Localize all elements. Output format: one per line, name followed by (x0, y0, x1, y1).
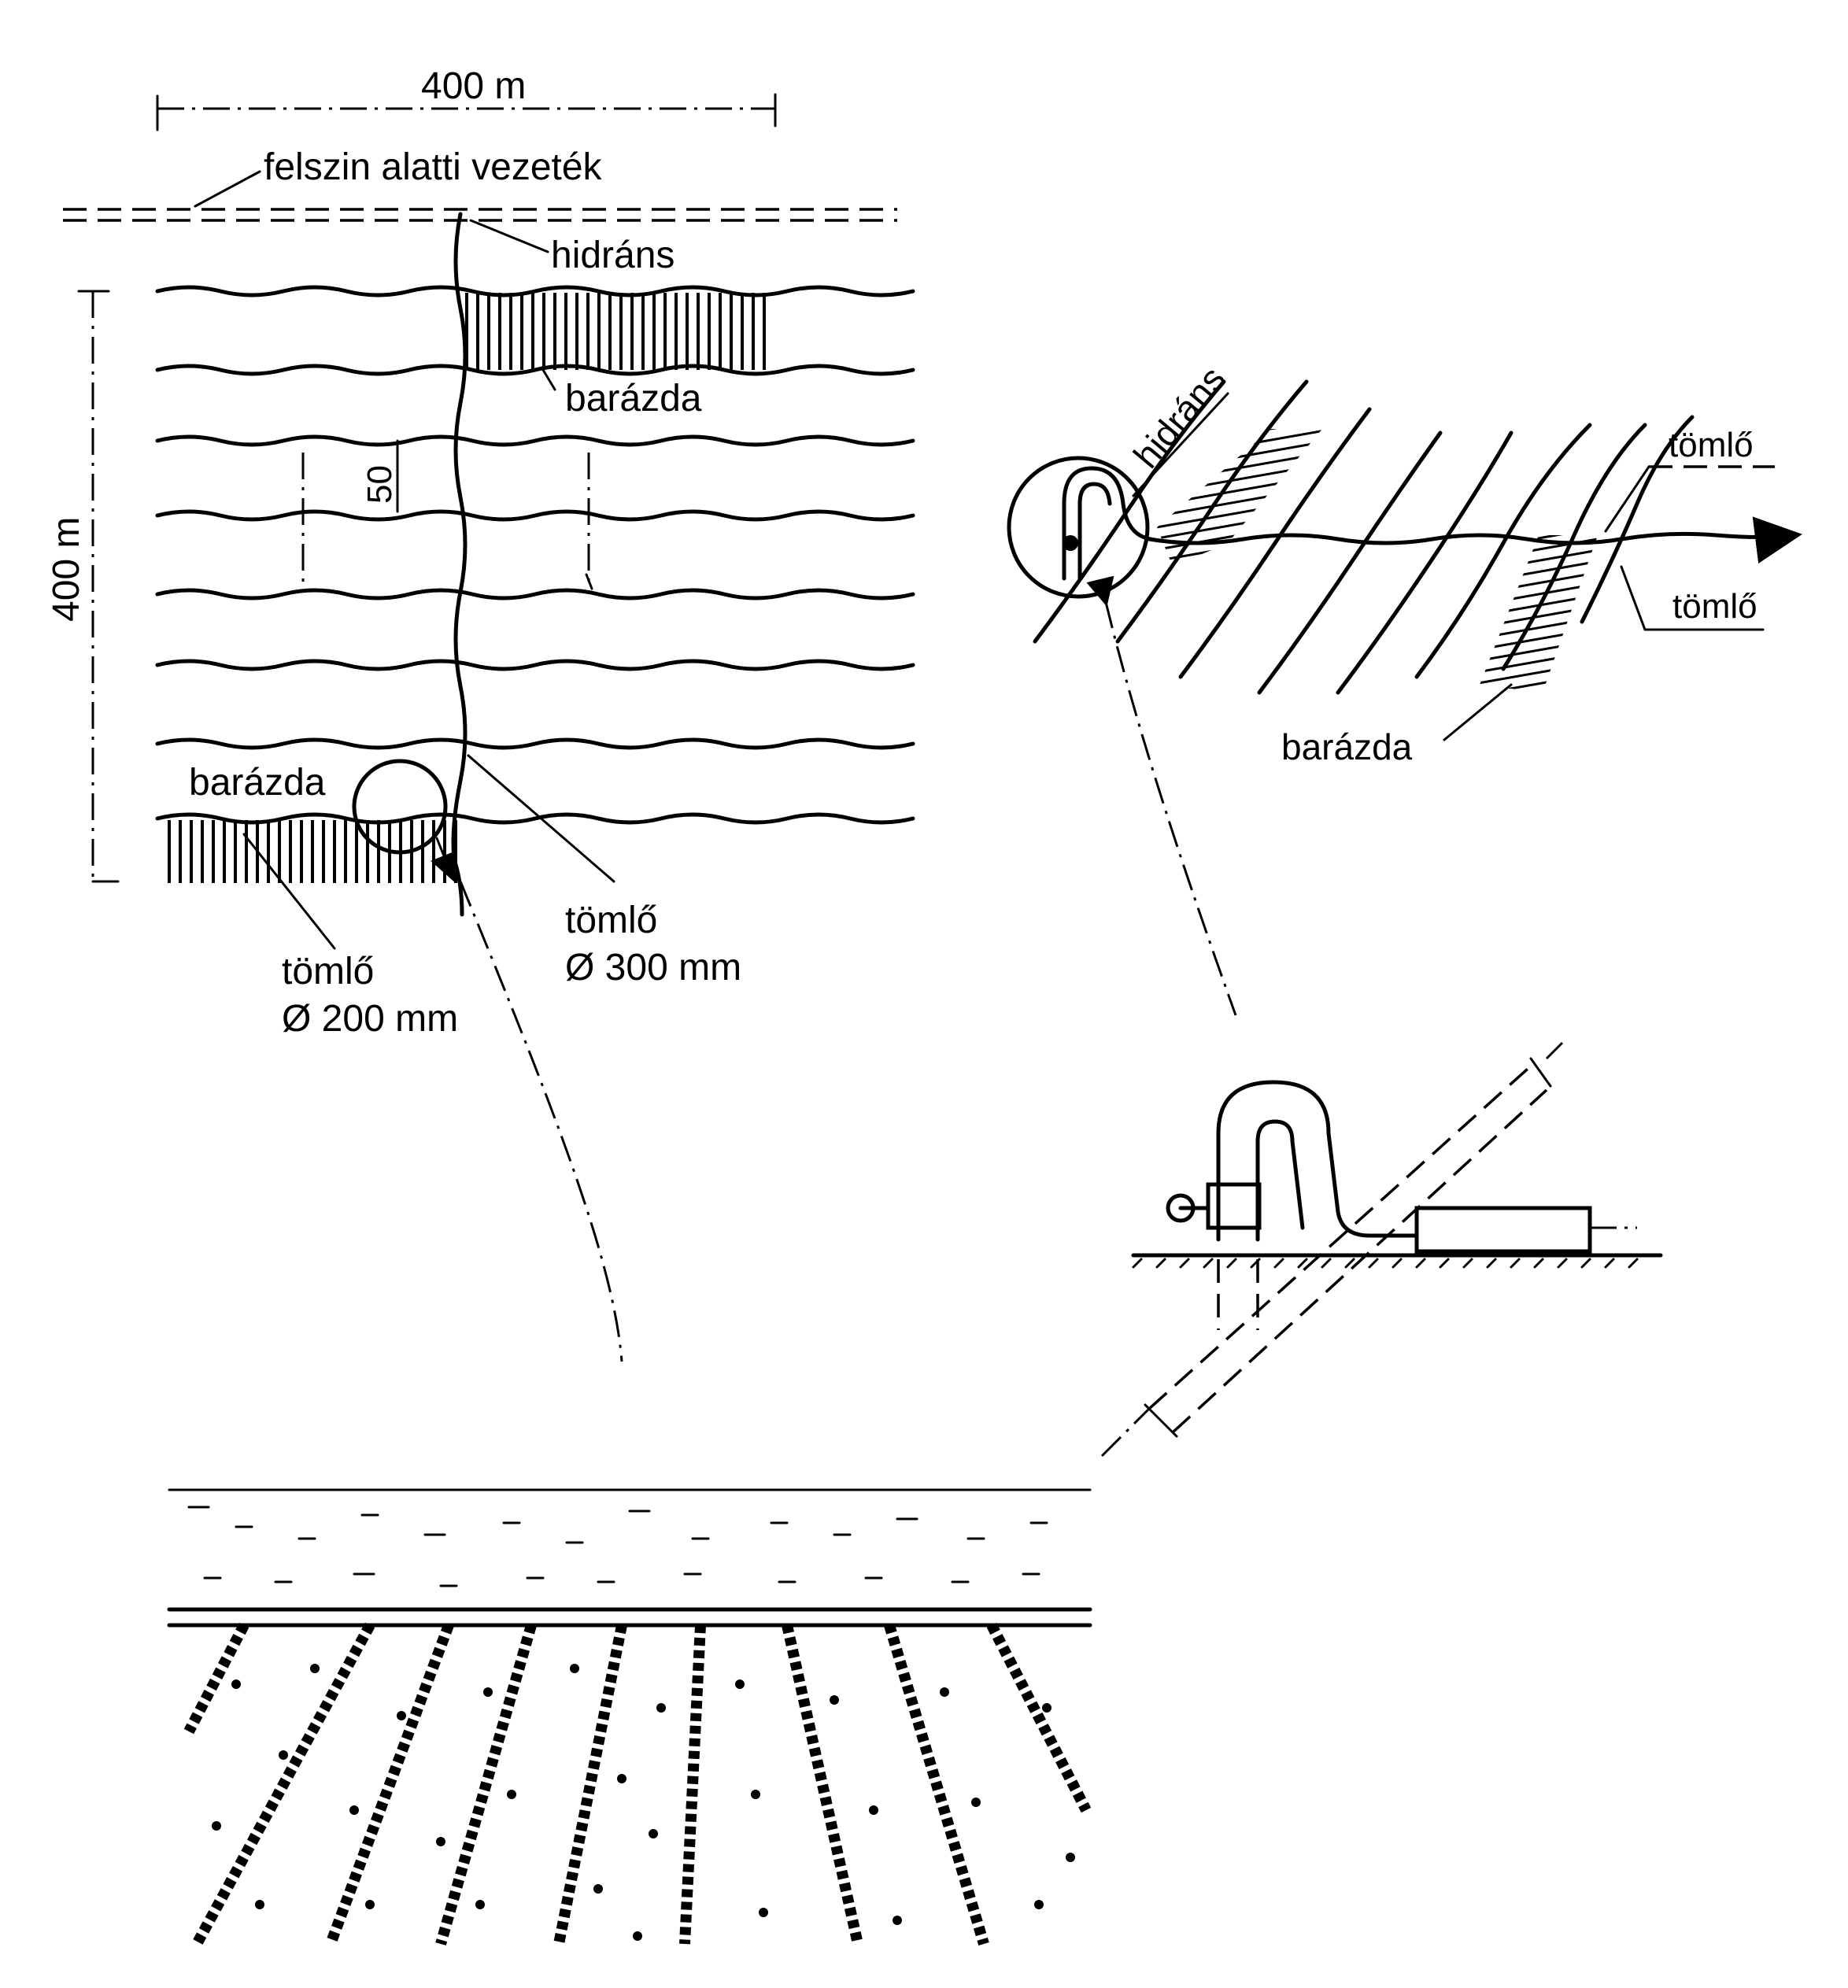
furrow-plan-bottom-label: barázda (189, 762, 326, 804)
hydrant-side-view (1100, 1041, 1663, 1458)
detail-hydrant-pipe (1062, 466, 1153, 581)
width-dimension: 400 m (156, 65, 777, 131)
hose-300-line (451, 212, 468, 917)
plan-to-field-leader (459, 881, 623, 1362)
furrow-plan-top-leader (541, 368, 556, 391)
diagonal-pipe (1148, 1061, 1548, 1434)
hydrant-detail-label: hidráns (1125, 358, 1233, 475)
hydrant-detail-leader (1132, 392, 1229, 497)
height-dimension: 400 m (46, 290, 120, 883)
underground-pipe (63, 208, 897, 222)
detail-hatch-1 (1157, 429, 1322, 567)
detail-hose-line (1147, 516, 1802, 564)
plan-detail-circle (352, 759, 448, 855)
furrow-detail-label: barázda (1281, 726, 1413, 767)
furrow-plan-top-label: barázda (565, 378, 702, 419)
plan-detail-arrow (431, 837, 457, 882)
horizontal-hose (1414, 1206, 1592, 1254)
detail-to-side-leader (1086, 575, 1237, 1016)
hydrant-detail-view: hidráns tömlő tömlő barázda (1007, 358, 1802, 1016)
hose-200-diameter: Ø 200 mm (282, 998, 458, 1040)
ground-hatch (1132, 1258, 1639, 1269)
underground-riser (1217, 1259, 1259, 1330)
spacing-dimension: 50 (301, 439, 593, 590)
riser-inner (1255, 1119, 1305, 1242)
detail-hydrant-circle (1007, 456, 1150, 599)
furrow-lines (155, 285, 915, 825)
field-strip-texture (187, 1506, 1048, 1587)
hose-300-leader (467, 754, 615, 883)
height-dimension-label: 400 m (46, 517, 87, 622)
plan-view: 400 m felszin alatti vezeték hidráns 400… (46, 65, 915, 1362)
hose-200-label: tömlő (282, 951, 374, 992)
hose-300-diameter: Ø 300 mm (565, 947, 741, 988)
valve-wheel-icon (1166, 1193, 1196, 1223)
spacing-label: 50 (360, 465, 399, 504)
furrow-detail-leader (1443, 683, 1513, 741)
underground-pipe-leader (194, 170, 261, 208)
coupling (1206, 1182, 1262, 1230)
underground-pipe-label: felszin alatti vezeték (264, 146, 603, 188)
hose-detail-label-2: tömlő (1672, 587, 1757, 626)
riser-outer (1216, 1080, 1419, 1242)
hose-200-leader (242, 833, 336, 950)
detail-hatch-2 (1480, 535, 1598, 693)
field-perspective-view (167, 1488, 1092, 1947)
hose-detail-label-1: tömlő (1669, 426, 1754, 464)
detail-valve-icon (1063, 535, 1078, 551)
furrow-hatch-top (463, 293, 771, 370)
width-dimension-label: 400 m (421, 65, 526, 107)
water-streams (183, 1622, 1092, 1947)
hydrant-plan-leader (469, 219, 549, 253)
hydrant-plan-label: hidráns (551, 235, 675, 276)
hose-300-label: tömlő (565, 900, 657, 941)
plant-marks (212, 1664, 1075, 1941)
